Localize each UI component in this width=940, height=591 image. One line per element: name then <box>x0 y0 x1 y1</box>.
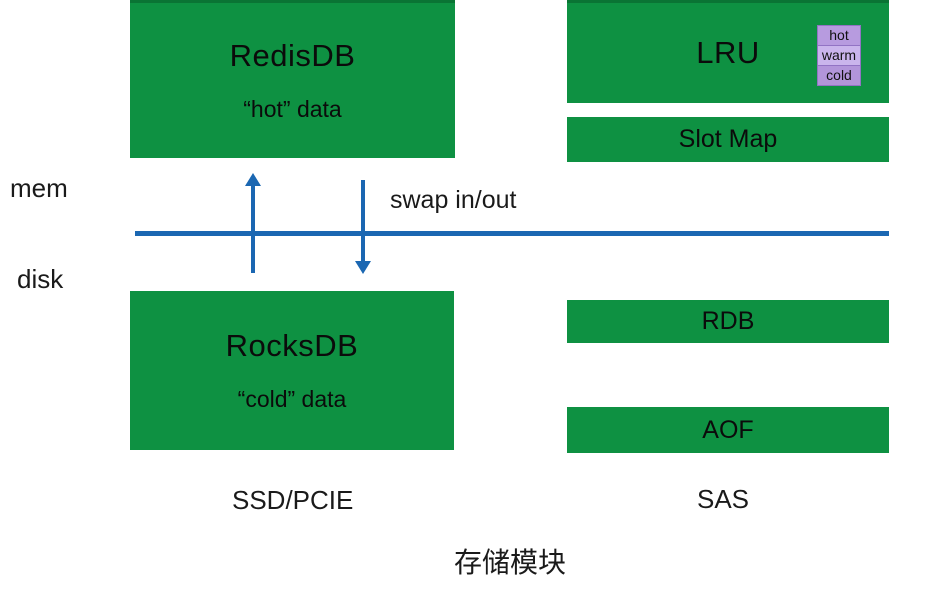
aof-label: AOF <box>702 415 754 444</box>
slot-map-box: Slot Map <box>567 117 889 162</box>
rocksdb-title: RocksDB <box>225 328 359 363</box>
mem-tier-label: mem <box>10 173 68 203</box>
redisdb-title: RedisDB <box>229 38 356 73</box>
lru-title: LRU <box>696 35 760 70</box>
diagram-title: 存储模块 <box>453 547 566 578</box>
disk-tier-label: disk <box>17 264 64 294</box>
rocksdb-box: RocksDB “cold” data <box>130 291 454 450</box>
aof-box: AOF <box>567 407 889 453</box>
swap-in-arrow-icon <box>245 173 261 273</box>
redisdb-box: RedisDB “hot” data <box>130 0 455 158</box>
redisdb-subtitle: “hot” data <box>243 96 342 122</box>
lru-box: LRU hot warm cold <box>567 0 889 103</box>
ssd-pcie-label: SSD/PCIE <box>232 485 354 515</box>
rocksdb-subtitle: “cold” data <box>237 386 347 412</box>
mem-disk-divider-line <box>135 231 889 236</box>
legend-cell-cold: cold <box>818 66 860 85</box>
legend-cell-warm: warm <box>818 46 860 66</box>
rdb-label: RDB <box>701 307 755 335</box>
swap-out-arrow-shaft <box>361 180 365 264</box>
sas-label: SAS <box>697 484 750 514</box>
swap-out-arrowhead <box>355 261 371 274</box>
slot-map-label: Slot Map <box>678 125 778 153</box>
temperature-legend: hot warm cold <box>817 25 861 86</box>
swap-out-arrow-icon <box>355 180 371 274</box>
rdb-box: RDB <box>567 300 889 343</box>
swap-in-arrowhead <box>245 173 261 186</box>
swap-in-out-label: swap in/out <box>390 186 517 214</box>
swap-in-arrow-shaft <box>251 183 255 273</box>
legend-cell-hot: hot <box>818 26 860 46</box>
